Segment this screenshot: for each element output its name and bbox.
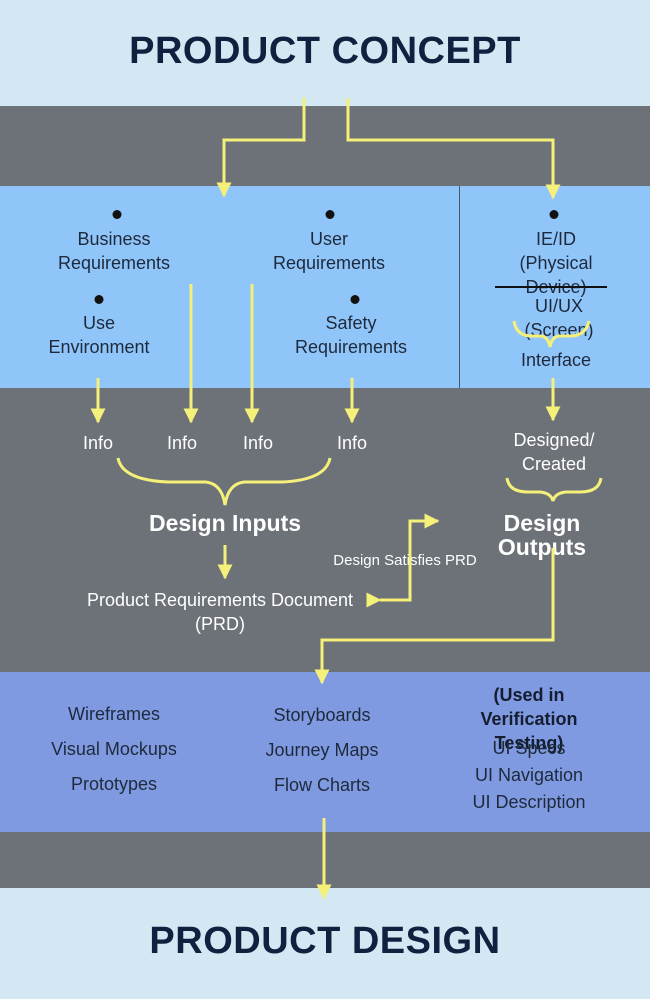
design-outputs-label: Design Outputs — [497, 510, 587, 560]
deliverables-band — [0, 672, 650, 832]
vertical-divider — [459, 186, 460, 388]
design-inputs-label: Design Inputs — [148, 510, 302, 536]
bullet-dot — [350, 295, 360, 304]
concept-to-device-arrow — [346, 98, 561, 200]
concept-band — [0, 0, 650, 106]
product-design-title: PRODUCT DESIGN — [149, 920, 501, 962]
journey-maps-label: Journey Maps — [265, 740, 379, 760]
gray-band-2 — [0, 388, 650, 672]
interface-label: Interface — [520, 350, 592, 370]
bullet-dot — [94, 295, 104, 304]
prototypes-label: Prototypes — [70, 774, 158, 794]
product-concept-title: PRODUCT CONCEPT — [129, 30, 521, 72]
uiux-brace — [512, 320, 591, 348]
info-label: Info — [242, 433, 274, 453]
design-band — [0, 888, 650, 999]
ui-description-label: UI Description — [472, 792, 586, 812]
gray-band-1 — [0, 106, 650, 186]
inputs-brace — [116, 457, 332, 506]
info-label: Info — [336, 433, 368, 453]
verification-testing-header: (Used in Verification Testing) — [480, 685, 578, 753]
ui-specs-label: UI Specs — [492, 738, 566, 758]
storyboards-label: Storyboards — [273, 705, 371, 725]
ui-navigation-label: UI Navigation — [474, 765, 584, 785]
info-label: Info — [166, 433, 198, 453]
user-requirements-label: User Requirements — [272, 229, 386, 273]
device-divider-line — [495, 286, 607, 288]
outputs-to-deliverables-arrow — [314, 548, 555, 685]
visual-mockups-label: Visual Mockups — [51, 739, 177, 759]
bullet-dot — [325, 210, 335, 219]
use-environment-label: Use Environment — [48, 313, 150, 357]
safety-requirements-label: Safety Requirements — [294, 313, 408, 357]
outputs-brace — [505, 477, 603, 502]
wireframes-label: Wireframes — [67, 704, 161, 724]
info-label: Info — [82, 433, 114, 453]
bullet-dot — [549, 210, 559, 219]
flow-charts-label: Flow Charts — [273, 775, 371, 795]
prd-label: Product Requirements Document (PRD) — [86, 590, 354, 634]
concept-to-requirements-arrow — [216, 98, 306, 198]
prd-to-outputs-arrow — [366, 513, 440, 608]
bullet-dot — [112, 210, 122, 219]
designed-created-label: Designed/ Created — [513, 430, 595, 474]
business-requirements-label: Business Requirements — [57, 229, 171, 273]
